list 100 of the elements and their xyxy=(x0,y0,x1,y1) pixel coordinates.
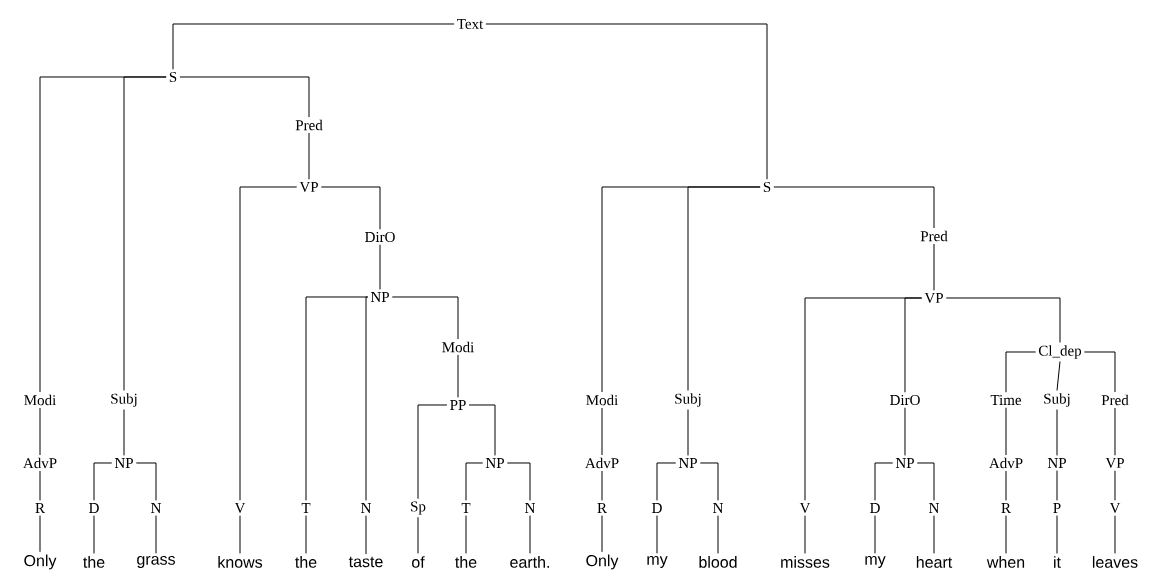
word-label: knows xyxy=(218,556,263,568)
tree-line xyxy=(1005,407,1007,456)
tree-line xyxy=(1114,515,1116,554)
tree-line xyxy=(179,76,310,118)
category-label: Time xyxy=(990,394,1022,406)
word-label: the xyxy=(83,556,105,568)
tree-line xyxy=(365,515,367,555)
tree-line xyxy=(1114,407,1116,456)
word-label: grass xyxy=(137,556,175,568)
category-label: T xyxy=(461,503,471,513)
category-label: N xyxy=(713,503,724,513)
tree-line xyxy=(687,409,689,456)
tree-line xyxy=(172,23,455,70)
category-label: N xyxy=(929,503,940,513)
category-label: Subj xyxy=(111,393,137,407)
tree-line xyxy=(699,462,719,501)
tree-line xyxy=(123,409,125,456)
category-label: Modi xyxy=(586,394,618,406)
word-label: taste xyxy=(348,556,383,568)
category-label: Text xyxy=(457,19,484,29)
category-label: Pred xyxy=(1101,394,1129,406)
tree-line xyxy=(717,515,719,554)
tree-line xyxy=(601,470,603,501)
word-label: the xyxy=(455,556,477,568)
category-label: AdvP xyxy=(989,457,1023,469)
tree-line xyxy=(804,515,806,554)
tree-line xyxy=(529,515,531,554)
tree-line xyxy=(320,186,381,230)
tree-line xyxy=(93,462,113,501)
tree-line xyxy=(465,462,484,501)
word-label: it xyxy=(1054,556,1061,568)
category-label: D xyxy=(89,503,99,513)
word-label: heart xyxy=(916,556,953,568)
tree-line xyxy=(601,407,603,456)
tree-line xyxy=(656,462,677,501)
category-label: V xyxy=(1109,502,1121,513)
word-label: misses xyxy=(781,556,830,568)
tree-line xyxy=(123,76,167,391)
category-label: R xyxy=(35,503,45,513)
category-label: D xyxy=(870,503,880,513)
tree-line xyxy=(155,515,157,554)
category-label: D xyxy=(652,503,662,513)
category-label: Modi xyxy=(24,394,56,406)
category-label: P xyxy=(1053,503,1061,513)
category-label: Pred xyxy=(295,119,323,131)
tree-line xyxy=(874,462,894,501)
category-label: VP xyxy=(924,292,943,303)
tree-line xyxy=(1005,470,1007,501)
word-label: leaves xyxy=(1092,556,1138,568)
category-label: S xyxy=(763,181,771,193)
category-label: NP xyxy=(678,458,697,468)
word-label: when xyxy=(986,556,1025,568)
tree-line xyxy=(465,515,467,554)
category-label: NP xyxy=(895,458,914,468)
tree-line xyxy=(1056,361,1061,391)
tree-line xyxy=(933,515,935,554)
tree-line xyxy=(904,297,923,393)
tree-line xyxy=(933,243,935,291)
tree-line xyxy=(1083,351,1116,393)
word-label: my xyxy=(865,556,886,568)
category-label: NP xyxy=(370,292,389,302)
tree-line xyxy=(239,186,298,501)
word-label: of xyxy=(412,556,425,568)
category-label: R xyxy=(1001,503,1011,513)
tree-line xyxy=(1005,515,1007,554)
category-label: AdvP xyxy=(23,457,57,469)
word-label: my xyxy=(647,556,668,568)
category-label: Subj xyxy=(675,393,701,407)
tree-line xyxy=(904,407,906,456)
tree-line xyxy=(1056,409,1058,456)
tree-line xyxy=(485,23,768,180)
category-label: PP xyxy=(450,400,466,410)
word-label: earth. xyxy=(510,556,549,568)
category-label: V xyxy=(799,502,811,513)
category-label: NP xyxy=(114,458,133,468)
category-label: Subj xyxy=(1044,393,1070,407)
tree-line xyxy=(39,407,41,456)
word-label: blood xyxy=(699,556,737,568)
tree-line xyxy=(308,132,310,180)
category-label: DirO xyxy=(365,231,395,243)
category-label: Modi xyxy=(442,341,474,353)
tree-line xyxy=(1056,470,1058,501)
category-label: S xyxy=(169,71,177,83)
category-label: Pred xyxy=(920,230,948,242)
tree-line xyxy=(468,404,496,456)
tree-line xyxy=(1005,351,1037,393)
tree-line xyxy=(687,186,761,391)
tree-line xyxy=(773,186,935,229)
word-label: Only xyxy=(24,554,57,570)
tree-line xyxy=(601,515,603,553)
category-label: VP xyxy=(299,182,318,192)
tree-line xyxy=(1114,470,1116,501)
category-label: AdvP xyxy=(585,457,619,469)
tree-line xyxy=(93,515,95,554)
tree-line xyxy=(506,462,531,501)
category-label: N xyxy=(361,503,372,513)
word-label: Only xyxy=(586,554,619,570)
category-label: VP xyxy=(1105,457,1124,468)
tree-line xyxy=(365,296,369,501)
tree-line xyxy=(239,515,241,554)
